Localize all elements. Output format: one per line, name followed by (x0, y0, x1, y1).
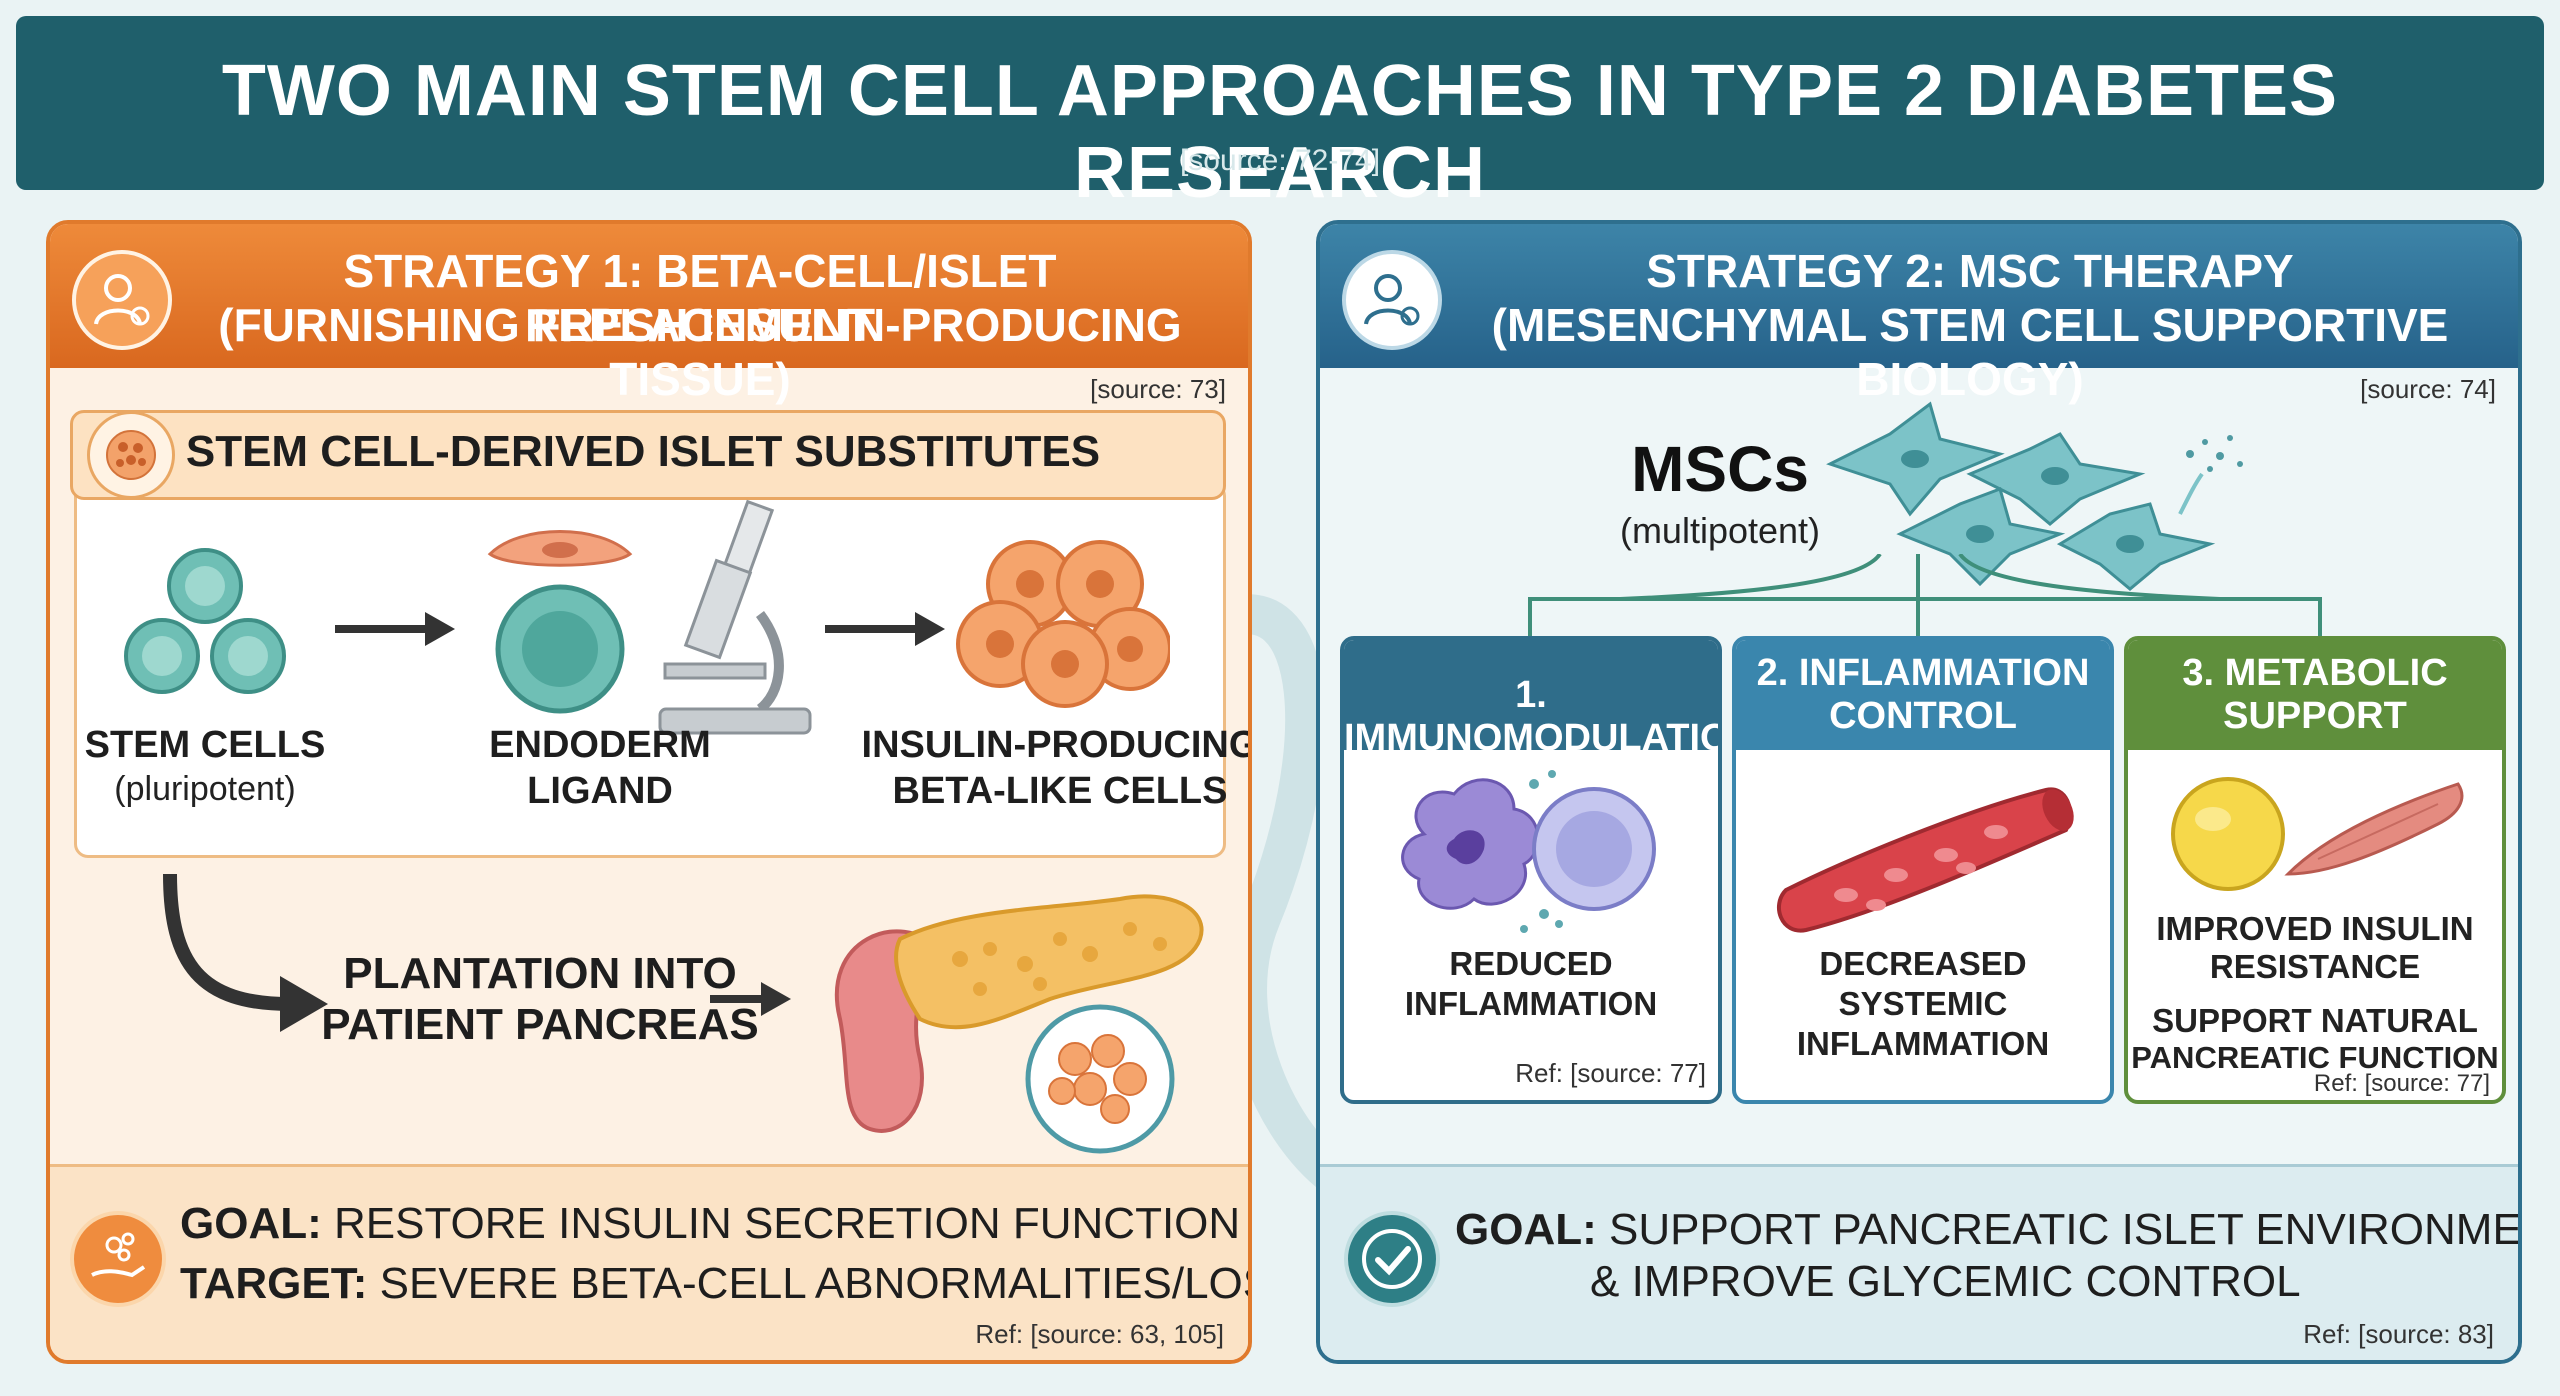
strategy1-title-line2: (FURNISHING FRESH INSULIN-PRODUCING TISS… (218, 299, 1182, 405)
card-header: 3. METABOLIC SUPPORT (2128, 640, 2502, 750)
card-title-line2: SUPPORT (2223, 695, 2407, 737)
goal-label: GOAL: (1455, 1205, 1597, 1254)
strategy2-title-line1: STRATEGY 2: MSC THERAPY (1646, 245, 2294, 297)
inflammation-control-card: 2. INFLAMMATION CONTROL DECREASED SYSTEM… (1732, 636, 2114, 1104)
arrow-right-icon (335, 612, 455, 646)
subtitle-bar: STEM CELL-DERIVED ISLET SUBSTITUTES (70, 410, 1226, 500)
arrow-right-icon (710, 982, 791, 1016)
tree-connector (1528, 554, 2322, 639)
arrow-right-icon (825, 612, 945, 646)
card-body-line4: PANCREATIC FUNCTION (2131, 1040, 2499, 1075)
hand-cells-icon (70, 1211, 166, 1307)
curved-arrow-icon (163, 873, 328, 1032)
card-body-line1: IMPROVED INSULIN (2156, 910, 2474, 947)
step1-sublabel: (pluripotent) (114, 770, 296, 808)
strategy1-goal: GOAL: RESTORE INSULIN SECRETION FUNCTION (180, 1199, 1240, 1249)
card-body-line2: SYSTEMIC (1838, 985, 2008, 1022)
step3-label: INSULIN-PRODUCING (861, 724, 1252, 766)
immunomodulation-card: 1. IMMUNOMODULATION REDUCED INFLAMMATION… (1340, 636, 1722, 1104)
msc-label: MSCs (1631, 433, 1809, 505)
stem-cells-icon (124, 548, 286, 694)
strategy1-title-line1: STRATEGY 1: BETA-CELL/ISLET REPLACEMENT (343, 245, 1057, 351)
card-body-line2: INFLAMMATION (1404, 985, 1658, 1022)
beta-like-cells-icon (956, 540, 1170, 708)
metabolic-support-card: 3. METABOLIC SUPPORT IMPROVED INSULIN RE… (2124, 636, 2506, 1104)
card-body-line1: DECREASED (1819, 945, 2027, 982)
strategy1-goal-area: GOAL: RESTORE INSULIN SECRETION FUNCTION… (50, 1164, 1248, 1360)
strategy1-source: [source: 73] (1090, 374, 1226, 404)
title-banner: TWO MAIN STEM CELL APPROACHES IN TYPE 2 … (16, 16, 2544, 213)
card-title-line2: CONTROL (1829, 695, 2017, 737)
msc-cells-icon (1826, 401, 2243, 591)
strategy2-goal-area: GOAL: SUPPORT PANCREATIC ISLET ENVIRONME… (1320, 1164, 2518, 1360)
doctor-icon (1342, 250, 1442, 350)
checkmark-icon (1344, 1211, 1440, 1307)
endoderm-microscope-icon (487, 499, 812, 735)
strategy2-source: [source: 74] (2360, 374, 2496, 404)
goal-text-line2: & IMPROVE GLYCEMIC CONTROL (1590, 1257, 2301, 1306)
target-label: TARGET: (180, 1259, 368, 1308)
strategy1-subtitle: STEM CELL-DERIVED ISLET SUBSTITUTES (185, 427, 1101, 476)
strategy2-ref: Ref: [source: 83] (2303, 1319, 2494, 1349)
strategy1-ref: Ref: [source: 63, 105] (975, 1319, 1224, 1349)
step2-label: ENDODERM (489, 724, 711, 766)
card-ref: Ref: [source: 77] (1515, 1058, 1706, 1088)
card-body-line1: REDUCED (1449, 945, 1613, 982)
step2-sublabel: LIGAND (527, 770, 673, 812)
plantation-line2: PATIENT PANCREAS (321, 1000, 759, 1049)
goal-text: RESTORE INSULIN SECRETION FUNCTION (334, 1199, 1241, 1248)
fat-muscle-cells-icon (2171, 777, 2464, 891)
step3-sublabel: BETA-LIKE CELLS (892, 770, 1228, 812)
card-header: 2. INFLAMMATION CONTROL (1736, 640, 2110, 750)
goal-label: GOAL: (180, 1199, 322, 1248)
plantation-line1: PLANTATION INTO (343, 949, 737, 998)
title-source: [source: 72-74] (1179, 144, 1381, 177)
card-title-line1: 1. IMMUNOMODULATION (1344, 674, 1722, 759)
goal-text-line1: SUPPORT PANCREATIC ISLET ENVIRONMENT (1609, 1205, 2522, 1254)
islet-icon (87, 411, 175, 499)
doctor-icon (72, 250, 172, 350)
strategy2-panel: STRATEGY 2: MSC THERAPY (MESENCHYMAL STE… (1316, 220, 2522, 1364)
card-title-line1: 2. INFLAMMATION (1756, 652, 2090, 694)
pancreas-icon (835, 894, 1204, 1154)
strategy1-target: TARGET: SEVERE BETA-CELL ABNORMALITIES/L… (180, 1259, 1252, 1309)
immune-cells-icon (1401, 770, 1656, 933)
card-header: 1. IMMUNOMODULATION (1344, 640, 1718, 759)
strategy1-header: STRATEGY 1: BETA-CELL/ISLET REPLACEMENT … (50, 224, 1248, 405)
card-title-line1: 3. METABOLIC (2182, 652, 2448, 694)
card-body-line3: INFLAMMATION (1796, 1025, 2050, 1062)
strategy2-goal: GOAL: SUPPORT PANCREATIC ISLET ENVIRONME… (1455, 1205, 2522, 1255)
card-body-line3: SUPPORT NATURAL (2152, 1002, 2478, 1039)
strategy2-header: STRATEGY 2: MSC THERAPY (MESENCHYMAL STE… (1320, 224, 2518, 405)
strategy2-title-line2: (MESENCHYMAL STEM CELL SUPPORTIVE BIOLOG… (1491, 299, 2449, 405)
target-text: SEVERE BETA-CELL ABNORMALITIES/LOSS (379, 1259, 1252, 1308)
msc-sublabel: (multipotent) (1619, 510, 1821, 551)
panel-connector-swoosh (1200, 594, 1360, 1200)
card-body-line2: RESISTANCE (2209, 948, 2421, 985)
strategy1-panel: STRATEGY 1: BETA-CELL/ISLET REPLACEMENT … (46, 220, 1252, 1364)
step1-label: STEM CELLS (84, 724, 326, 766)
page-title: TWO MAIN STEM CELL APPROACHES IN TYPE 2 … (221, 51, 2339, 213)
card-ref: Ref: [source: 77] (2313, 1070, 2490, 1097)
blood-vessel-icon (1776, 787, 2074, 933)
